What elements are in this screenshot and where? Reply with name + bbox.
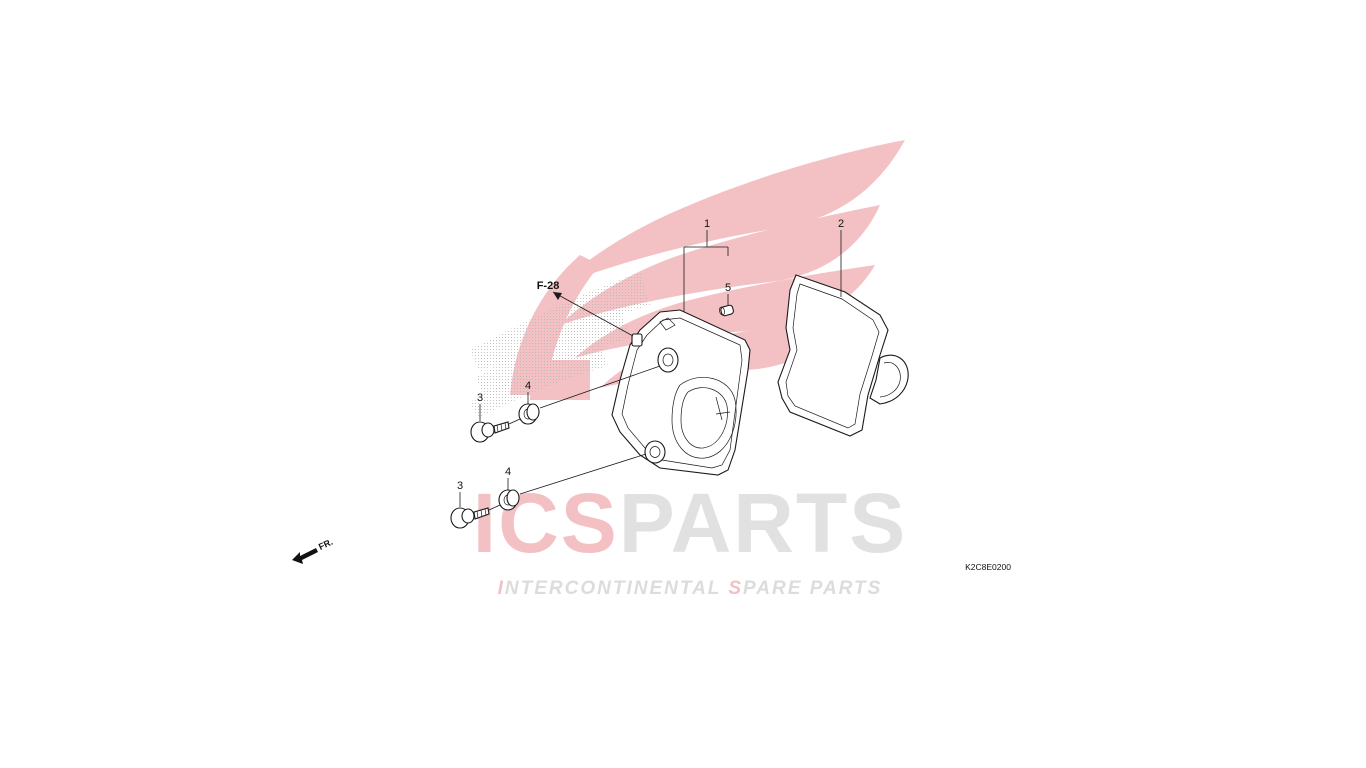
- part-bolt-upper: [470, 421, 510, 443]
- part-head-cover: [611, 309, 751, 476]
- part-washer-upper: [518, 403, 540, 425]
- callout-3-upper: 3: [477, 392, 483, 404]
- front-arrow-icon: [292, 548, 318, 564]
- diagram-reference-code: K2C8E0200: [965, 562, 1011, 572]
- callout-1: 1: [704, 218, 710, 230]
- watermark-tagline: INTERCONTINENTAL SPARE PARTS: [498, 578, 883, 599]
- callout-2: 2: [838, 218, 844, 230]
- front-direction-label: FR.: [317, 537, 334, 552]
- watermark-brand-suffix: PARTS: [619, 476, 907, 570]
- watermark-brand: ICSPARTS: [473, 476, 908, 570]
- callout-4-upper: 4: [525, 380, 531, 392]
- callout-4-lower: 4: [505, 466, 511, 478]
- cross-reference-label: F-28: [537, 280, 560, 292]
- part-washer-lower: [498, 489, 520, 511]
- dotted-wing-watermark: [470, 272, 650, 418]
- leader-lines: [459, 230, 842, 511]
- part-gasket: [777, 274, 909, 437]
- front-direction-indicator: FR.: [292, 537, 334, 564]
- callout-5: 5: [725, 282, 731, 294]
- part-bolt-lower: [450, 507, 490, 529]
- part-dowel-pin: [719, 304, 734, 317]
- watermark-brand-prefix: ICS: [473, 476, 619, 570]
- callout-3-lower: 3: [457, 480, 463, 492]
